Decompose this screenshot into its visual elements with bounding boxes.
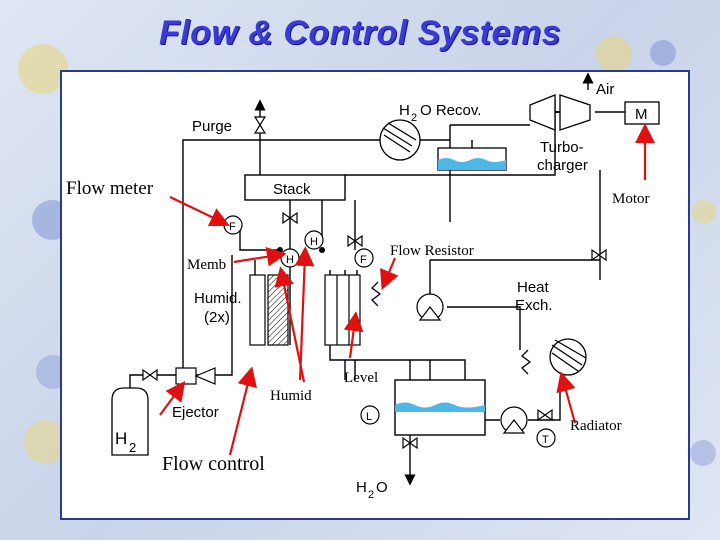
radiator-coil <box>549 338 587 376</box>
heat-exch-label-1: Heat <box>517 279 550 296</box>
humid-2x-label-1: Humid. <box>194 290 242 307</box>
ejector <box>175 367 216 385</box>
level-sensor-label: L <box>366 411 372 423</box>
turbocharger-label-1: Turbo- <box>540 139 584 156</box>
humidity-sensor-mid-label: H <box>310 236 318 248</box>
humid-label: Humid <box>270 388 312 404</box>
turbocharger <box>529 94 591 131</box>
condenser-coil <box>379 119 421 161</box>
radiator-label: Radiator <box>570 418 622 434</box>
motor-label: Motor <box>612 191 650 207</box>
memb-label: Memb <box>187 257 226 273</box>
h2o-recov-label-rest: O Recov. <box>420 102 481 119</box>
flow-resistor-label: Flow Resistor <box>390 243 474 259</box>
h2o-bottom-label-sub: 2 <box>368 489 374 501</box>
flow-meter-label: Flow meter <box>66 178 154 199</box>
h2-label-h: H <box>115 429 127 448</box>
air-label: Air <box>596 81 614 98</box>
h2o-recov-label-sub: 2 <box>411 112 417 124</box>
ejector-label: Ejector <box>172 404 219 421</box>
heat-exch-label-2: Exch. <box>515 297 553 314</box>
valves <box>142 116 607 450</box>
radiator-resistor <box>521 349 532 375</box>
pumps <box>416 293 528 434</box>
motor-box-label: M <box>635 106 648 123</box>
level-label: Level <box>344 370 378 386</box>
stack-box <box>244 174 346 201</box>
page-title: Flow & Control Systems <box>158 14 562 52</box>
flow-sensor-mid-label: F <box>360 254 367 266</box>
flow-control-label: Flow control <box>162 453 265 475</box>
water-tank <box>394 379 486 436</box>
diagram-panel <box>60 70 690 520</box>
flow-resistor <box>371 281 382 307</box>
stack-label: Stack <box>273 181 311 198</box>
h2o-bottom-label-o: O <box>376 479 388 496</box>
purge-label: Purge <box>192 118 232 135</box>
h2o-recov-label-h: H <box>399 102 410 119</box>
temperature-sensor-label: T <box>542 434 549 446</box>
annotation-arrows <box>159 123 655 456</box>
turbocharger-label-2: charger <box>537 157 588 174</box>
humidity-sensor-left-label: H <box>286 254 294 266</box>
h2-cylinder <box>111 387 149 456</box>
h2o-recovery-tank <box>437 147 507 171</box>
humid-2x-label-2: (2x) <box>204 309 230 326</box>
h2-label-sub: 2 <box>129 440 136 455</box>
h2o-bottom-label-h: H <box>356 479 367 496</box>
humidifier-units <box>249 274 361 346</box>
flow-sensor-label: F <box>229 221 236 233</box>
